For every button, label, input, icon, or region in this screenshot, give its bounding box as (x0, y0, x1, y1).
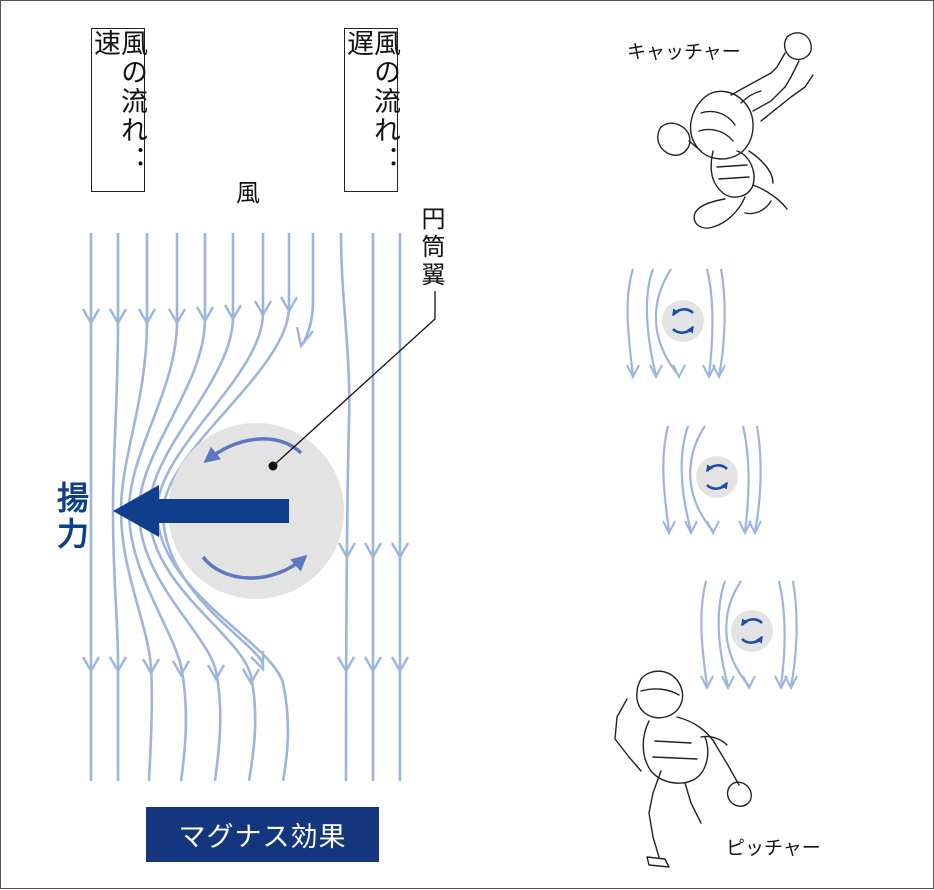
rotation-arrow-bottom (201, 554, 308, 580)
streamline (119, 233, 154, 782)
leader-dot (268, 461, 278, 471)
flow-slow-label: 風の流れ：遅 (342, 29, 400, 174)
streamline (127, 233, 188, 782)
catcher-sketch (657, 32, 814, 229)
wind-label: 風 (236, 179, 260, 207)
flow-chevrons (81, 296, 410, 686)
streamline (111, 233, 120, 781)
flow-slow-box: 風の流れ：遅 (342, 28, 400, 192)
lift-label: 揚力 (52, 481, 90, 553)
ball-stage-2 (662, 425, 762, 536)
streamline (137, 233, 222, 782)
ball-stage-1 (626, 268, 726, 380)
rotation-arrows-icon (671, 308, 694, 317)
streamline (147, 233, 257, 782)
magnus-effect-title: マグナス効果 (146, 807, 379, 862)
ball-stage-3 (700, 580, 798, 691)
streamline (299, 233, 315, 347)
flow-fast-box: 風の流れ：速 (89, 28, 147, 192)
lift-arrow (113, 485, 289, 537)
flow-fast-label: 風の流れ：速 (89, 29, 147, 174)
pitcher-label: ピッチャー (726, 837, 821, 859)
streamlines (89, 232, 402, 782)
magnus-effect-title-text: マグナス効果 (178, 822, 347, 853)
cylinder-leader-line (272, 291, 436, 467)
catcher-label: キャッチャー (627, 41, 741, 63)
cylinder-wing-label: 円筒翼 (417, 206, 445, 290)
pitcher-sketch (614, 670, 752, 868)
streamline (339, 232, 351, 782)
